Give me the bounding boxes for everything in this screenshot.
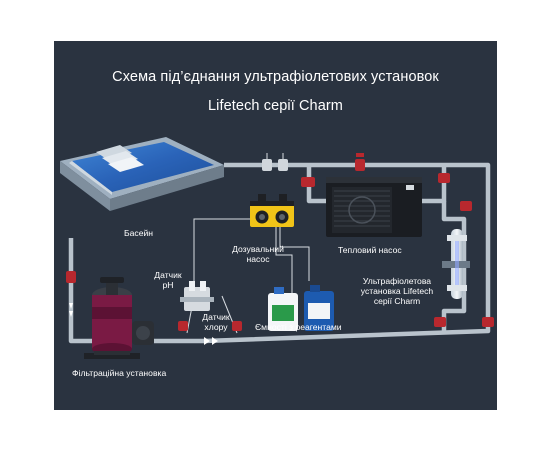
sand-filter-icon [84, 277, 154, 359]
label-dosing-pump: Дозувальний насос [232, 244, 284, 264]
label-filter-unit: Фільтраційна установка [72, 368, 167, 378]
canister-icon [268, 285, 334, 331]
label-uv-unit: Ультрафіолетова установка Lifetech серії… [360, 276, 434, 306]
diagram-title-line-1: Схема під’єднання ультрафіолетових устан… [112, 69, 439, 85]
heat-pump-icon [326, 177, 422, 237]
sensor-manifold [180, 281, 214, 311]
label-pool: Басейн [124, 228, 154, 238]
valve-icon [66, 153, 494, 331]
pipe-pool-drain [68, 238, 94, 344]
pool-icon [60, 137, 224, 211]
uv-lamp-icon [442, 229, 470, 299]
dosing-pump-icon [250, 194, 294, 227]
flow-arrow-icon [69, 303, 218, 345]
label-chlorine-sensor: Датчик хлору [202, 312, 230, 332]
label-heat-pump: Тепловий насос [338, 245, 402, 255]
diagram-title-line-2: Lifetech серії Charm [208, 98, 343, 114]
label-reagent-tanks: Ємності з реагентами [255, 322, 342, 332]
diagram-panel: Схема під’єднання ультрафіолетових устан… [54, 41, 497, 410]
connection-diagram [60, 137, 494, 359]
sensor-icon [262, 159, 288, 171]
label-ph-sensor: Датчик pH [154, 270, 182, 290]
